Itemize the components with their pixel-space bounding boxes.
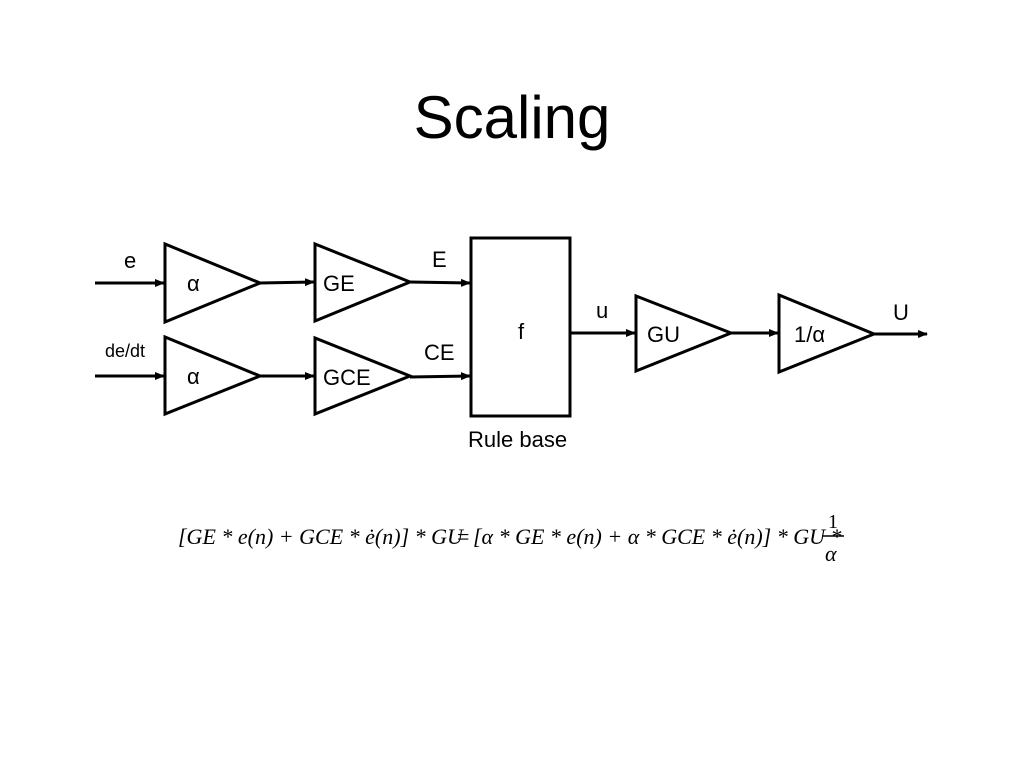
- gu-gain-label: GU: [647, 322, 680, 347]
- gce-gain-label: GCE: [323, 365, 371, 390]
- alpha-gain-bottom-label: α: [187, 364, 200, 389]
- signal-u-label: u: [596, 298, 608, 323]
- ge-gain-label: GE: [323, 271, 355, 296]
- equation-equals: =: [457, 524, 469, 549]
- rule-base-caption: Rule base: [468, 427, 567, 452]
- gce-gain-triangle: [313, 335, 415, 417]
- rule-base-function-label: f: [518, 319, 525, 344]
- input-dedt-label: de/dt: [105, 341, 145, 361]
- signal-CE-label: CE: [424, 340, 455, 365]
- input-e-label: e: [124, 248, 136, 273]
- gu-gain-triangle: [634, 293, 736, 374]
- alpha-gain-top-label: α: [187, 271, 200, 296]
- equation-rhs: [α * GE * e(n) + α * GCE * ė(n)] * GU *: [473, 524, 842, 549]
- alpha-to-ge-arrow: [259, 278, 315, 287]
- ge-gain-triangle: [313, 241, 414, 324]
- equation-fraction-numerator: 1: [828, 511, 838, 533]
- rule-base-block: [469, 236, 572, 418]
- scaling-equation: [GE * e(n) + GCE * ė(n)] * GU = [α * GE …: [178, 511, 844, 566]
- slide-title: Scaling: [413, 84, 611, 151]
- inv-alpha-gain-triangle: [777, 292, 878, 375]
- alpha-gain-top-triangle: [163, 241, 264, 325]
- gce-to-rulebase-arrow: [409, 372, 471, 381]
- signal-E-label: E: [432, 247, 447, 272]
- inv-alpha-gain-label: 1/α: [794, 322, 825, 347]
- ge-to-rulebase-arrow: [409, 278, 471, 287]
- equation-fraction-denominator: α: [825, 541, 837, 566]
- signal-U-label: U: [893, 300, 909, 325]
- equation-lhs: [GE * e(n) + GCE * ė(n)] * GU: [178, 524, 465, 549]
- alpha-gain-bottom-triangle: [163, 334, 264, 417]
